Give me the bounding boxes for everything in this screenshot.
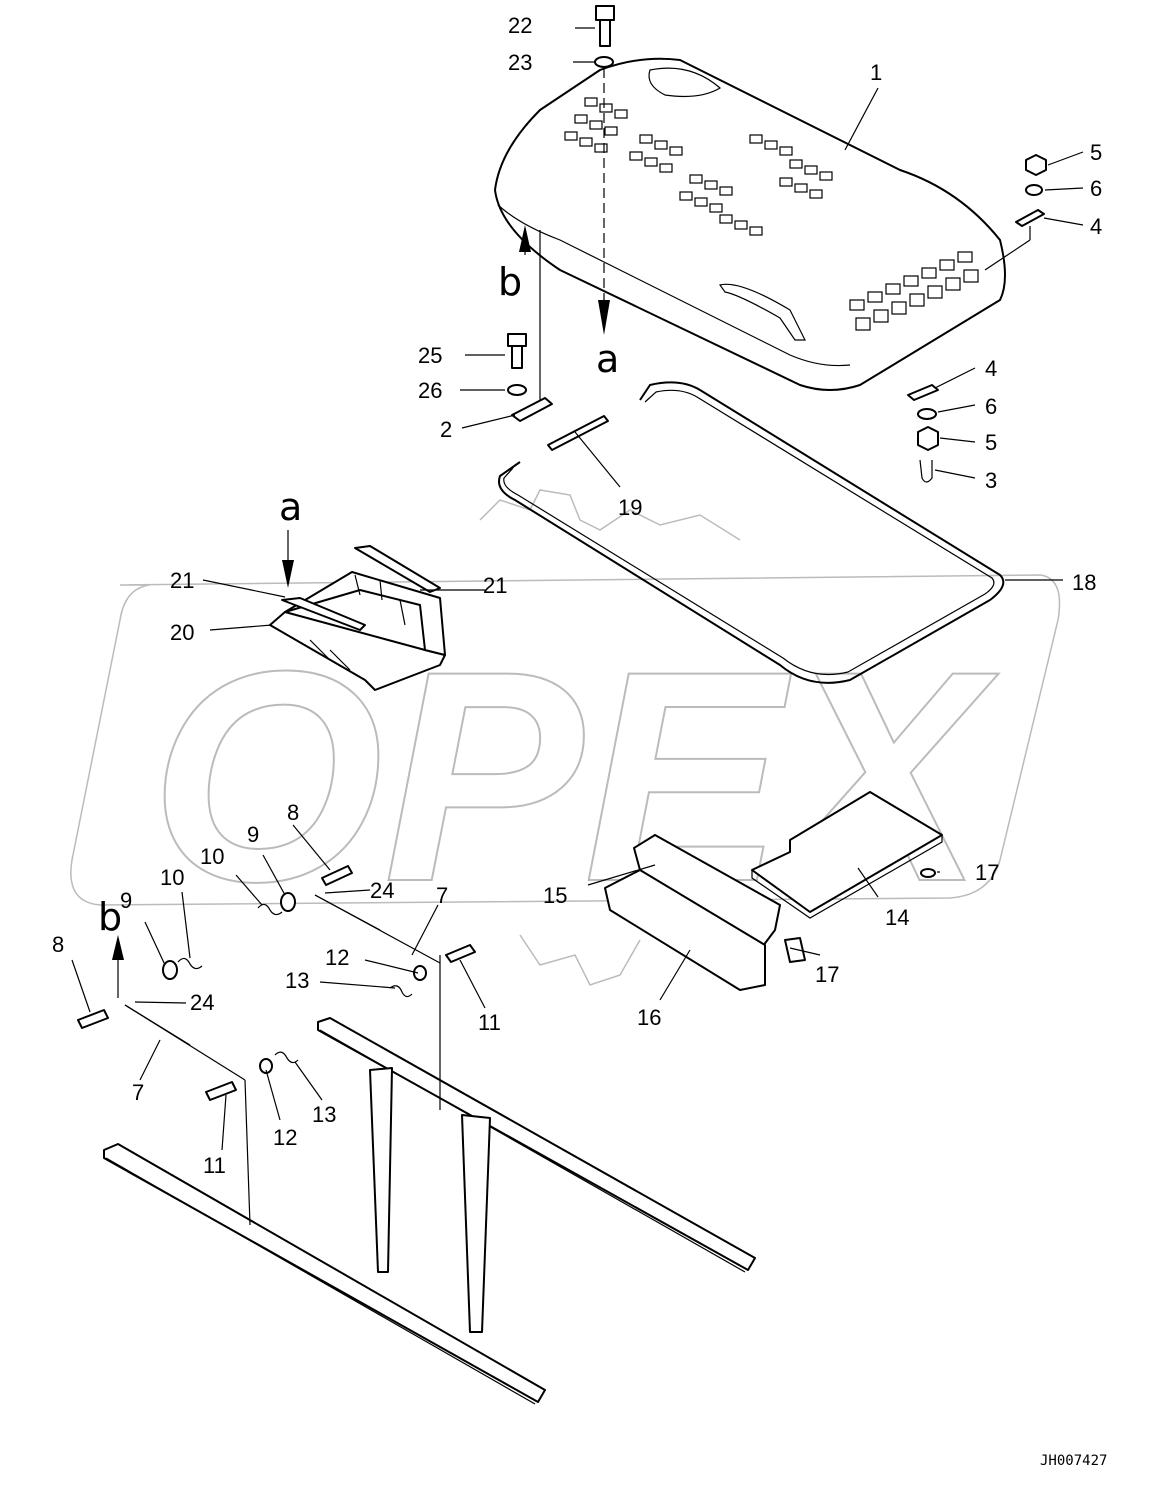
label-part-16: 16 xyxy=(637,1005,661,1030)
arrow-a-bottom-icon xyxy=(282,560,294,588)
label-part-8-right: 8 xyxy=(287,800,299,825)
part-6-washer-bottom xyxy=(917,408,937,420)
part-5-nut-top xyxy=(1025,154,1047,176)
label-part-4-bottom: 4 xyxy=(985,356,997,381)
label-part-15: 15 xyxy=(543,883,567,908)
callout-labels: 1 22 23 5 6 4 25 26 2 4 6 5 3 19 18 21 2… xyxy=(52,13,1102,1178)
label-part-21-right: 21 xyxy=(483,573,507,598)
part-4-plate-top xyxy=(1015,209,1045,227)
label-part-12-left: 12 xyxy=(273,1125,297,1150)
drawing-code: JH007427 xyxy=(1040,1453,1107,1469)
part-1-roof-cover xyxy=(494,57,1006,391)
leader-lines xyxy=(71,27,1084,1151)
part-13-pin-right xyxy=(389,985,413,998)
label-part-24-left: 24 xyxy=(190,990,214,1015)
label-part-4-top: 4 xyxy=(1090,214,1102,239)
watermark-text: OPEX xyxy=(150,608,999,944)
label-part-11-left: 11 xyxy=(203,1153,226,1178)
label-part-5-bottom: 5 xyxy=(985,430,997,455)
part-14-panel xyxy=(751,791,943,913)
label-part-9-left: 9 xyxy=(120,888,132,913)
opex-watermark: OPEX xyxy=(70,489,1061,986)
label-part-25: 25 xyxy=(418,343,442,368)
label-part-3: 3 xyxy=(985,468,997,493)
part-4-plate-bottom xyxy=(907,384,939,401)
part-7-rod-right xyxy=(314,894,441,964)
label-part-24-right: 24 xyxy=(370,878,394,903)
part-9-washer-left xyxy=(162,960,178,980)
part-11-pin-left xyxy=(205,1081,237,1101)
view-marker-a-top: a xyxy=(596,337,619,381)
label-part-11-right: 11 xyxy=(478,1010,501,1035)
view-marker-b-bottom: b xyxy=(98,895,122,939)
label-part-19: 19 xyxy=(618,495,642,520)
part-21-strip-left xyxy=(281,597,366,631)
part-9-washer-right xyxy=(280,892,296,912)
label-part-7-right: 7 xyxy=(436,883,448,908)
part-18-seal-inner xyxy=(503,389,995,676)
part-23-washer xyxy=(594,56,614,68)
label-part-12-right: 12 xyxy=(325,945,349,970)
part-21-strip-right xyxy=(354,545,441,593)
part-7-rod-left xyxy=(124,1004,246,1081)
label-part-17-bottom: 17 xyxy=(815,962,839,987)
part-6-washer-top xyxy=(1025,184,1043,196)
part-19-strip xyxy=(547,415,609,451)
label-part-20: 20 xyxy=(170,620,194,645)
label-part-7-left: 7 xyxy=(132,1080,144,1105)
label-part-6-bottom: 6 xyxy=(985,394,997,419)
part-3-u-bolt xyxy=(919,459,933,483)
label-part-13-right: 13 xyxy=(285,968,309,993)
part-14-panel-edge xyxy=(751,835,943,919)
part-26-washer xyxy=(507,384,527,396)
label-part-17-top: 17 xyxy=(975,860,999,885)
label-part-26: 26 xyxy=(418,378,442,403)
view-marker-b-top: b xyxy=(498,260,522,304)
label-part-1: 1 xyxy=(870,60,882,85)
label-part-10-left: 10 xyxy=(160,865,184,890)
label-part-14: 14 xyxy=(885,905,909,930)
part-10-pin-left xyxy=(177,957,203,970)
label-part-23: 23 xyxy=(508,50,532,75)
label-part-2: 2 xyxy=(440,417,452,442)
part-18-seal xyxy=(498,381,1005,684)
part-25-bolt xyxy=(507,333,527,369)
part-20-bracket xyxy=(269,571,446,691)
arrow-b-bottom-icon xyxy=(112,935,124,960)
arrow-b-top-icon xyxy=(519,225,531,252)
label-part-5-top: 5 xyxy=(1090,140,1102,165)
part-13-pin-left xyxy=(274,1051,299,1064)
label-part-8-left: 8 xyxy=(52,932,64,957)
part-12-washer-left xyxy=(259,1058,273,1074)
part-12-washer-right xyxy=(413,965,427,981)
arrow-a-top-icon xyxy=(598,300,610,335)
view-marker-a-bottom: a xyxy=(279,485,302,529)
label-part-21-left: 21 xyxy=(170,568,194,593)
label-part-22: 22 xyxy=(508,13,532,38)
label-part-6-top: 6 xyxy=(1090,176,1102,201)
part-17-grommet-bottom xyxy=(784,937,806,963)
part-22-bolt xyxy=(595,5,615,47)
label-part-13-left: 13 xyxy=(312,1102,336,1127)
base-frame xyxy=(103,955,756,1405)
part-8-bolt-right xyxy=(321,865,353,886)
part-17-grommet-top xyxy=(920,868,936,878)
part-2-bracket xyxy=(511,397,553,422)
part-8-bolt-left xyxy=(77,1009,109,1029)
label-part-18: 18 xyxy=(1072,570,1096,595)
part-11-pin-right xyxy=(445,944,476,963)
label-part-10-right: 10 xyxy=(200,844,224,869)
label-part-9-right: 9 xyxy=(247,822,259,847)
part-5-nut-bottom xyxy=(917,426,939,451)
